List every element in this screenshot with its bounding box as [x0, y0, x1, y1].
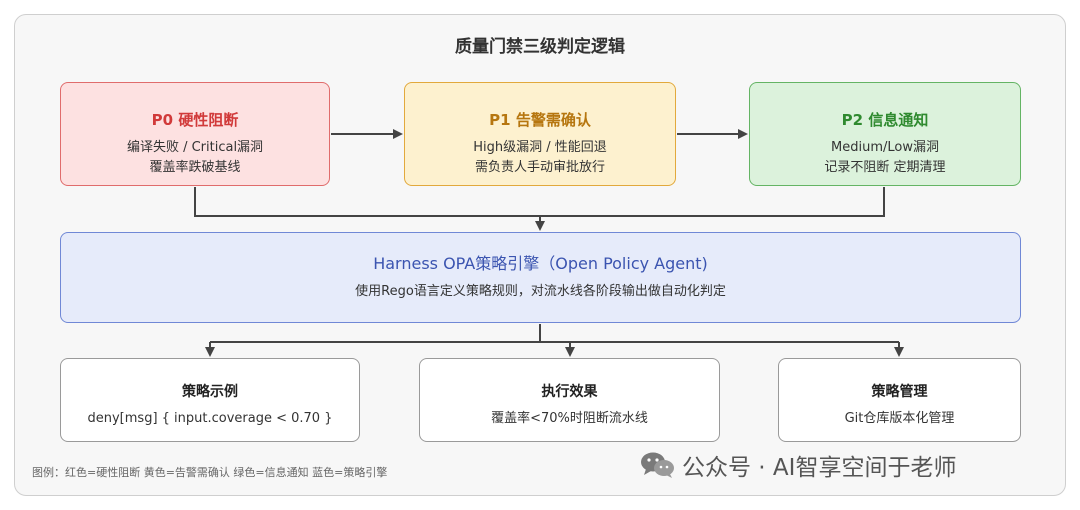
p2-info-notify-box: P2 信息通知 Medium/Low漏洞 记录不阻断 定期清理 [749, 82, 1021, 186]
merge-line [194, 187, 885, 217]
p0-heading: P0 硬性阻断 [151, 111, 239, 129]
p1-alert-confirm-box: P1 告警需确认 High级漏洞 / 性能回退 需负责人手动审批放行 [404, 82, 676, 186]
diagram-title: 质量门禁三级判定逻辑 [455, 37, 625, 57]
opa-heading: Harness OPA策略引擎（Open Policy Agent) [373, 254, 708, 273]
policy-management-text: Git仓库版本化管理 [844, 411, 955, 426]
policy-management-heading: 策略管理 [871, 384, 928, 400]
p0-hard-block-box: P0 硬性阻断 编译失败 / Critical漏洞 覆盖率跌破基线 [60, 82, 330, 186]
split-line [210, 324, 899, 343]
policy-example-box: 策略示例 deny[msg] { input.coverage < 0.70 } [60, 358, 360, 442]
p1-line2: 需负责人手动审批放行 [474, 160, 605, 175]
p2-heading: P2 信息通知 [841, 111, 929, 129]
legend: 图例：红色=硬性阻断 黄色=告警需确认 绿色=信息通知 蓝色=策略引擎 [32, 466, 388, 479]
policy-management-box: 策略管理 Git仓库版本化管理 [778, 358, 1021, 442]
p1-line1: High级漏洞 / 性能回退 [473, 140, 607, 155]
opa-description: 使用Rego语言定义策略规则，对流水线各阶段输出做自动化判定 [355, 284, 726, 299]
execution-effect-box: 执行效果 覆盖率<70%时阻断流水线 [419, 358, 720, 442]
p2-line2: 记录不阻断 定期清理 [824, 160, 946, 175]
watermark: 公众号 · AI智享空间于老师 [640, 448, 956, 482]
execution-effect-text: 覆盖率<70%时阻断流水线 [491, 411, 648, 426]
watermark-text: 公众号 · AI智享空间于老师 [682, 455, 957, 481]
p0-line1: 编译失败 / Critical漏洞 [126, 140, 264, 155]
p1-heading: P1 告警需确认 [489, 111, 591, 129]
policy-example-heading: 策略示例 [182, 384, 238, 400]
wechat-icon [641, 452, 674, 478]
policy-example-text: deny[msg] { input.coverage < 0.70 } [87, 411, 333, 426]
opa-policy-engine-box: Harness OPA策略引擎（Open Policy Agent) 使用Reg… [60, 232, 1021, 323]
p2-line1: Medium/Low漏洞 [831, 140, 939, 155]
p0-line2: 覆盖率跌破基线 [149, 160, 241, 175]
execution-effect-heading: 执行效果 [541, 384, 598, 400]
